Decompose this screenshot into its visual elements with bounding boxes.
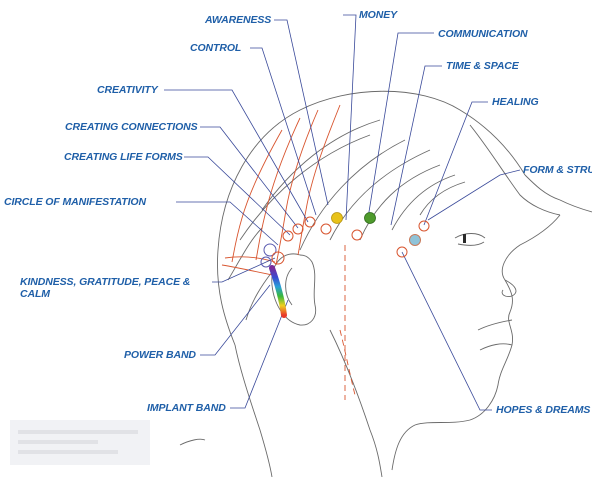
eye-mark [463, 234, 466, 243]
label-power-band: POWER BAND [124, 349, 196, 361]
creativity-point [293, 224, 303, 234]
awareness-point [332, 213, 343, 224]
healing-point [419, 221, 429, 231]
label-creating-life-forms: CREATING LIFE FORMS [64, 151, 183, 163]
label-circle-of-manifestation: CIRCLE OF MANIFESTATION [4, 196, 146, 208]
label-kindness-gratitude: KINDNESS, GRATITUDE, PEACE & CALM [20, 276, 212, 300]
label-time-space: TIME & SPACE [446, 60, 519, 72]
communication-point [365, 213, 376, 224]
leader-lines [164, 15, 520, 410]
faded-stamp [10, 420, 150, 465]
connections-point [283, 231, 293, 241]
label-money: MONEY [359, 9, 397, 21]
label-awareness: AWARENESS [205, 14, 271, 26]
label-creativity: CREATIVITY [97, 84, 158, 96]
chakra-circles [283, 217, 429, 257]
manifestation-circles [261, 244, 284, 267]
form-point [410, 235, 421, 246]
label-form-structure: FORM & STRUCTURE [523, 164, 592, 176]
label-creating-connections: CREATING CONNECTIONS [65, 121, 198, 133]
label-communication: COMMUNICATION [438, 28, 528, 40]
label-healing: HEALING [492, 96, 539, 108]
label-implant-band: IMPLANT BAND [147, 402, 226, 414]
red-lines [222, 105, 355, 400]
label-hopes-dreams: HOPES & DREAMS [496, 404, 592, 416]
control-point [305, 217, 315, 227]
label-control: CONTROL [190, 42, 241, 54]
lower-point [321, 224, 331, 234]
power-band [272, 268, 284, 315]
time-point [352, 230, 362, 240]
head-outline [180, 91, 592, 477]
